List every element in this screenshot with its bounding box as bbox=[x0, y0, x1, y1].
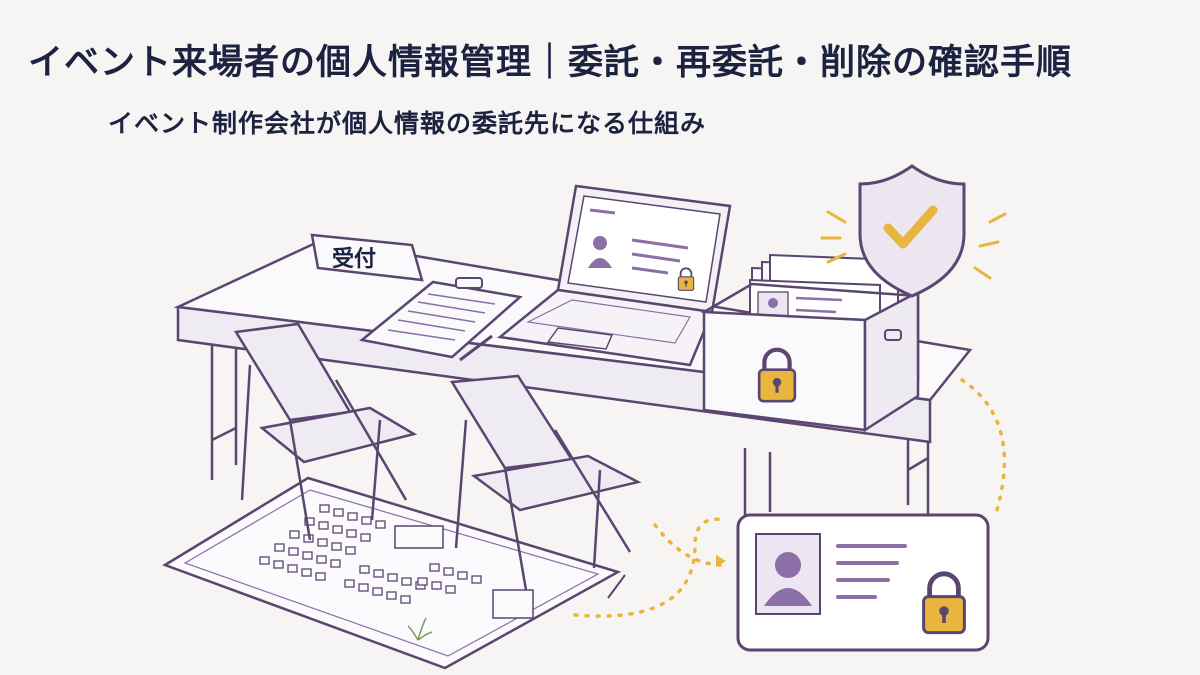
laptop bbox=[497, 184, 732, 367]
reception-sign: 受付 bbox=[310, 233, 424, 282]
person-icon bbox=[775, 552, 801, 578]
reception-sign-label: 受付 bbox=[332, 246, 376, 272]
clipboard bbox=[359, 277, 523, 362]
page-subtitle: イベント制作会社が個人情報の委託先になる仕組み bbox=[108, 109, 707, 138]
floor-plan bbox=[162, 476, 626, 670]
folding-chair bbox=[449, 374, 642, 591]
shield-check-icon bbox=[820, 164, 1007, 298]
arrow-head bbox=[716, 555, 726, 567]
data-flow-arrow bbox=[573, 378, 1007, 618]
id-card bbox=[736, 513, 990, 652]
document-box bbox=[700, 253, 920, 433]
folding-chair bbox=[233, 322, 418, 541]
page-title: イベント来場者の個人情報管理｜委託・再委託・削除の確認手順 bbox=[28, 43, 1073, 83]
